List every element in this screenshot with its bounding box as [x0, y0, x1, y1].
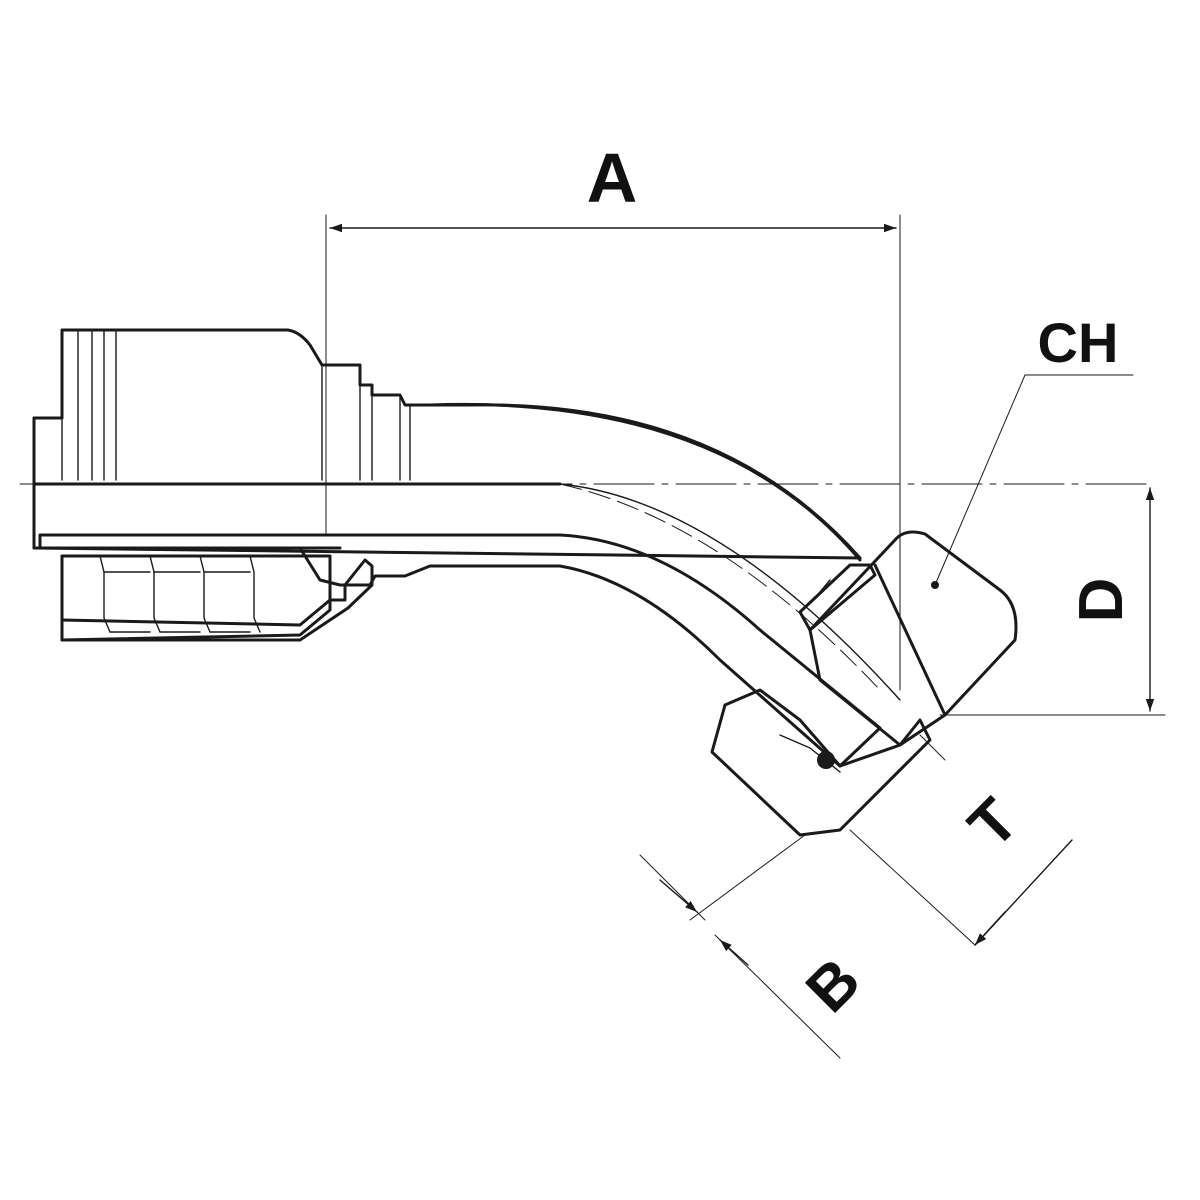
- dimension-d: D: [939, 487, 1166, 716]
- ferrule-teeth: [60, 554, 332, 642]
- label-d: D: [1067, 578, 1136, 623]
- dimension-a: A: [325, 139, 901, 691]
- hex-edge: [873, 563, 947, 717]
- tube-section-hatched: [38, 533, 882, 768]
- bend-centerline: [559, 483, 881, 691]
- bend-inner: [559, 483, 901, 701]
- ferrule-rings: [61, 329, 411, 481]
- dimension-t: T: [849, 734, 1073, 946]
- nut-collar: [798, 563, 877, 632]
- dimension-b: B: [639, 834, 874, 1059]
- collar-line: [814, 579, 831, 599]
- hex-nut: [808, 530, 1018, 747]
- seat-cone: [779, 734, 841, 773]
- ferrule-outline: [32, 328, 862, 560]
- fitting-body: [32, 328, 1018, 837]
- label-ch: CH: [1038, 311, 1119, 374]
- label-a: A: [587, 139, 638, 217]
- bend-outer: [428, 402, 862, 562]
- label-t: T: [956, 786, 1032, 862]
- swivel-nut-section: [710, 688, 932, 837]
- dimension-ch: CH: [934, 311, 1134, 586]
- teeth-lines: [99, 555, 261, 633]
- ferrule-base-hatch: [60, 558, 374, 642]
- label-b: B: [793, 945, 873, 1025]
